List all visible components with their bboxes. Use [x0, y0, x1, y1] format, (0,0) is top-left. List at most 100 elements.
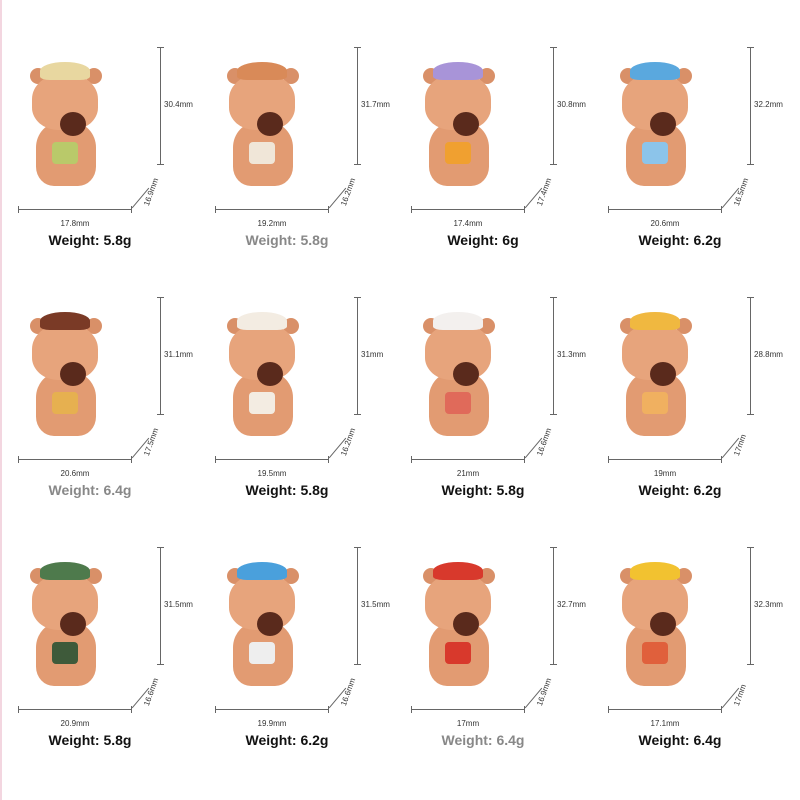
- figurine-hat: [237, 312, 287, 330]
- capybara-figurine: [614, 562, 704, 692]
- width-label: 17.4mm: [453, 219, 483, 228]
- height-dimension-line: [747, 47, 754, 165]
- product-card: 31.1mm 17.5mm 20.6mm Weight: 6.4g: [2, 250, 199, 500]
- product-card: 32.2mm 16.5mm 20.6mm Weight: 6.2g: [592, 0, 789, 250]
- height-dimension-line: [747, 547, 754, 665]
- weight-label: Weight: 6.2g: [638, 232, 722, 248]
- figurine-accessory: [642, 392, 668, 414]
- height-label: 31.1mm: [164, 350, 193, 359]
- weight-label: Weight: 6g: [447, 232, 519, 248]
- width-dimension-line: [215, 706, 329, 713]
- capybara-figurine: [24, 312, 114, 442]
- height-label: 31.5mm: [164, 600, 193, 609]
- capybara-figurine: [614, 312, 704, 442]
- figurine-hat: [237, 62, 287, 80]
- figurine-accessory: [52, 142, 78, 164]
- height-label: 32.2mm: [754, 100, 783, 109]
- figurine-hat: [237, 562, 287, 580]
- figurine-nose: [650, 362, 676, 386]
- width-label: 17mm: [456, 719, 480, 728]
- product-card: 32.3mm 17mm 17.1mm Weight: 6.4g: [592, 500, 789, 750]
- figurine-ear: [676, 568, 692, 584]
- height-label: 28.8mm: [754, 350, 783, 359]
- width-dimension-line: [608, 206, 722, 213]
- width-label: 19.2mm: [257, 219, 287, 228]
- weight-label: Weight: 6.4g: [48, 482, 132, 498]
- depth-label: 17mm: [732, 433, 749, 458]
- product-card: 32.7mm 16.9mm 17mm Weight: 6.4g: [395, 500, 592, 750]
- weight-label: Weight: 6.4g: [638, 732, 722, 748]
- width-label: 21mm: [456, 469, 480, 478]
- height-label: 32.7mm: [557, 600, 586, 609]
- figurine-accessory: [249, 392, 275, 414]
- capybara-figurine: [417, 62, 507, 192]
- figurine-ear: [86, 568, 102, 584]
- figurine-hat: [433, 62, 483, 80]
- height-label: 31.3mm: [557, 350, 586, 359]
- figurine-nose: [453, 112, 479, 136]
- figurine-head: [425, 74, 491, 136]
- figurine-head: [425, 324, 491, 386]
- figurine-ear: [86, 318, 102, 334]
- weight-label: Weight: 5.8g: [245, 232, 329, 248]
- figurine-ear: [479, 568, 495, 584]
- width-label: 20.9mm: [60, 719, 90, 728]
- height-dimension-line: [354, 297, 361, 415]
- width-label: 19.5mm: [257, 469, 287, 478]
- height-dimension-line: [550, 547, 557, 665]
- figurine-nose: [650, 112, 676, 136]
- figurine-hat: [630, 62, 680, 80]
- height-label: 31.7mm: [361, 100, 390, 109]
- capybara-figurine: [221, 562, 311, 692]
- figurine-hat: [630, 562, 680, 580]
- figurine-head: [229, 324, 295, 386]
- figurine-ear: [676, 68, 692, 84]
- figurine-accessory: [52, 642, 78, 664]
- product-card: 28.8mm 17mm 19mm Weight: 6.2g: [592, 250, 789, 500]
- product-card: 30.4mm 16.9mm 17.8mm Weight: 5.8g: [2, 0, 199, 250]
- figurine-accessory: [642, 642, 668, 664]
- weight-label: Weight: 6.2g: [245, 732, 329, 748]
- width-label: 20.6mm: [650, 219, 680, 228]
- width-dimension-line: [215, 456, 329, 463]
- product-card: 31.5mm 16.6mm 19.9mm Weight: 6.2g: [199, 500, 396, 750]
- figurine-nose: [257, 612, 283, 636]
- figurine-head: [229, 74, 295, 136]
- capybara-figurine: [24, 62, 114, 192]
- figurine-head: [32, 574, 98, 636]
- width-dimension-line: [411, 456, 525, 463]
- width-dimension-line: [411, 706, 525, 713]
- height-dimension-line: [550, 297, 557, 415]
- figurine-accessory: [445, 142, 471, 164]
- weight-label: Weight: 6.2g: [638, 482, 722, 498]
- figurine-nose: [60, 612, 86, 636]
- figurine-ear: [283, 68, 299, 84]
- figurine-accessory: [642, 142, 668, 164]
- width-dimension-line: [608, 706, 722, 713]
- figurine-head: [32, 74, 98, 136]
- figurine-ear: [479, 318, 495, 334]
- width-label: 19.9mm: [257, 719, 287, 728]
- figurine-nose: [60, 112, 86, 136]
- height-dimension-line: [157, 297, 164, 415]
- capybara-figurine: [417, 312, 507, 442]
- figurine-head: [622, 324, 688, 386]
- figurine-head: [425, 574, 491, 636]
- figurine-hat: [630, 312, 680, 330]
- figurine-accessory: [249, 142, 275, 164]
- product-card: 31mm 16.2mm 19.5mm Weight: 5.8g: [199, 250, 396, 500]
- capybara-figurine: [24, 562, 114, 692]
- width-dimension-line: [18, 706, 132, 713]
- figurine-hat: [433, 312, 483, 330]
- figurine-head: [622, 574, 688, 636]
- width-label: 20.6mm: [60, 469, 90, 478]
- height-dimension-line: [747, 297, 754, 415]
- figurine-accessory: [445, 392, 471, 414]
- product-card: 31.5mm 16.6mm 20.9mm Weight: 5.8g: [2, 500, 199, 750]
- height-dimension-line: [157, 47, 164, 165]
- capybara-figurine: [221, 62, 311, 192]
- figurine-nose: [453, 612, 479, 636]
- figurine-nose: [257, 362, 283, 386]
- width-dimension-line: [18, 206, 132, 213]
- figurine-ear: [676, 318, 692, 334]
